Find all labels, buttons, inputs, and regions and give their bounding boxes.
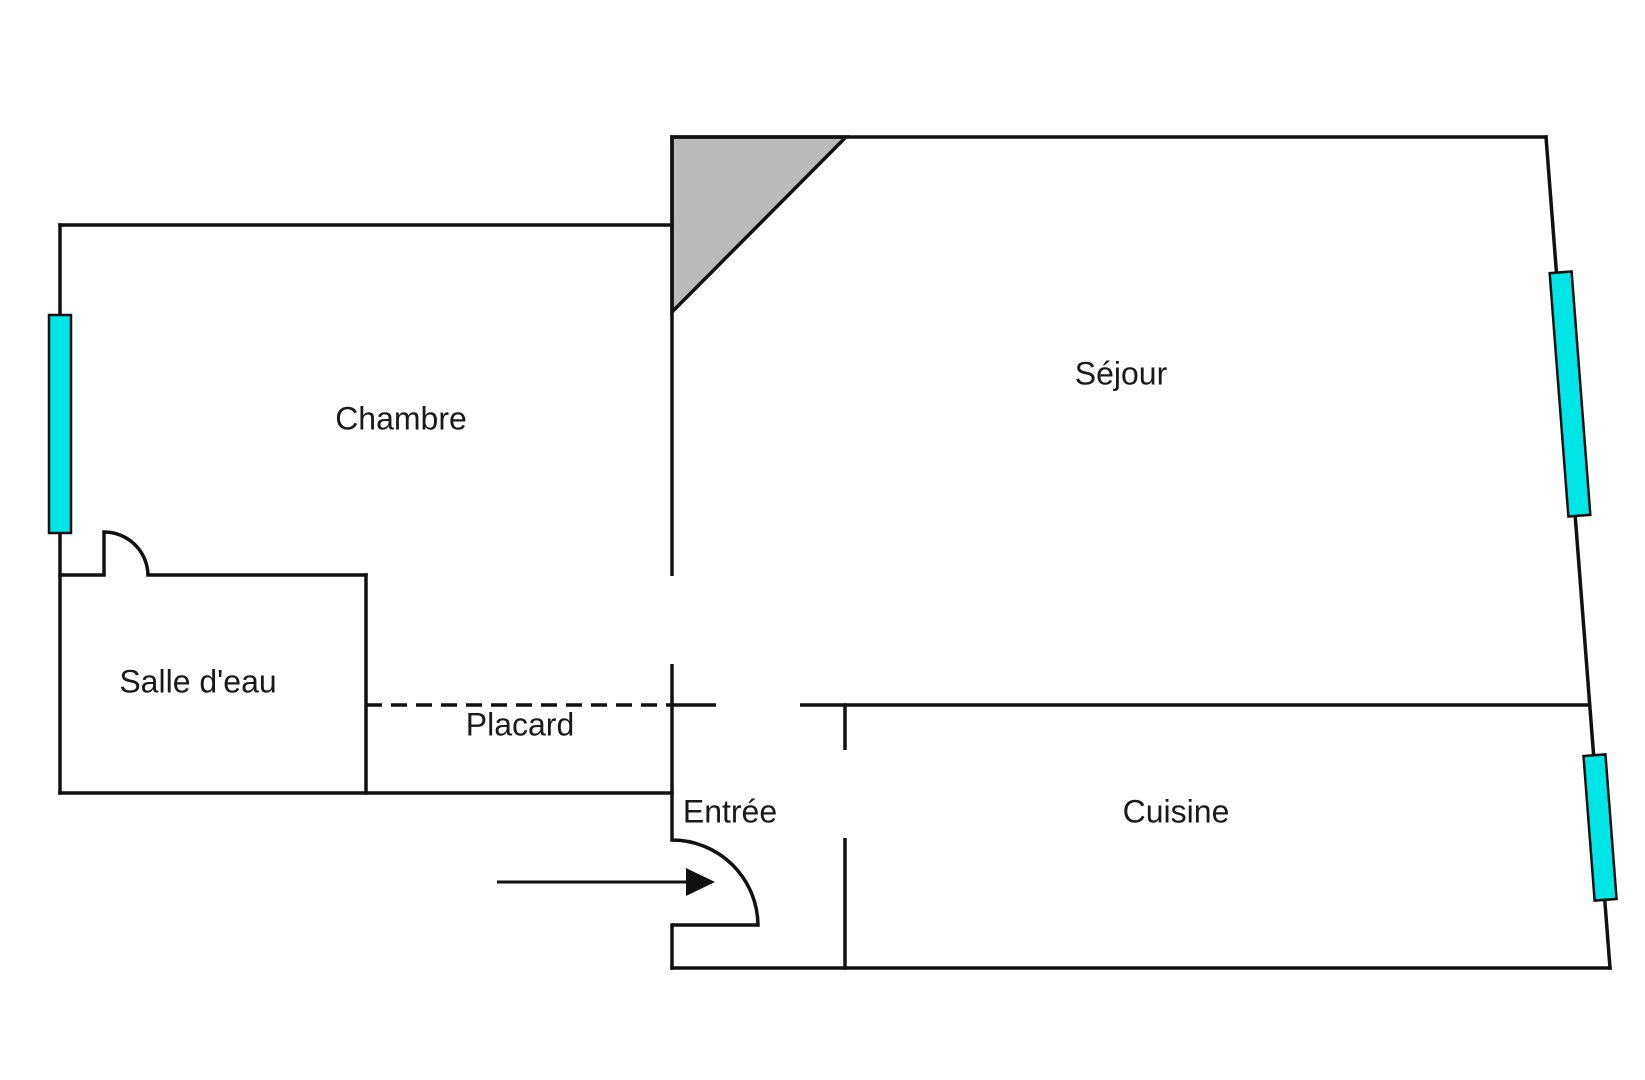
salle-deau-walls: [58, 573, 674, 795]
cuisine-walls: [670, 703, 1612, 970]
door-swing-icon: [102, 530, 150, 576]
room-label-chambre: Chambre: [335, 400, 467, 436]
room-label-sejour: Séjour: [1075, 355, 1168, 391]
room-label-placard: Placard: [466, 706, 575, 742]
room-label-entree: Entrée: [683, 793, 777, 829]
openings: [669, 576, 848, 838]
window-icon: [47, 313, 73, 535]
room-label-cuisine: Cuisine: [1123, 793, 1230, 829]
entrance-arrow-icon: [497, 868, 715, 896]
window-icon: [1548, 270, 1592, 518]
sejour-walls: [670, 135, 1612, 970]
door-swing-icon: [671, 838, 760, 927]
chimney-duct: [670, 135, 851, 317]
window-icon: [1582, 753, 1618, 902]
room-label-salle-deau: Salle d'eau: [119, 663, 276, 699]
